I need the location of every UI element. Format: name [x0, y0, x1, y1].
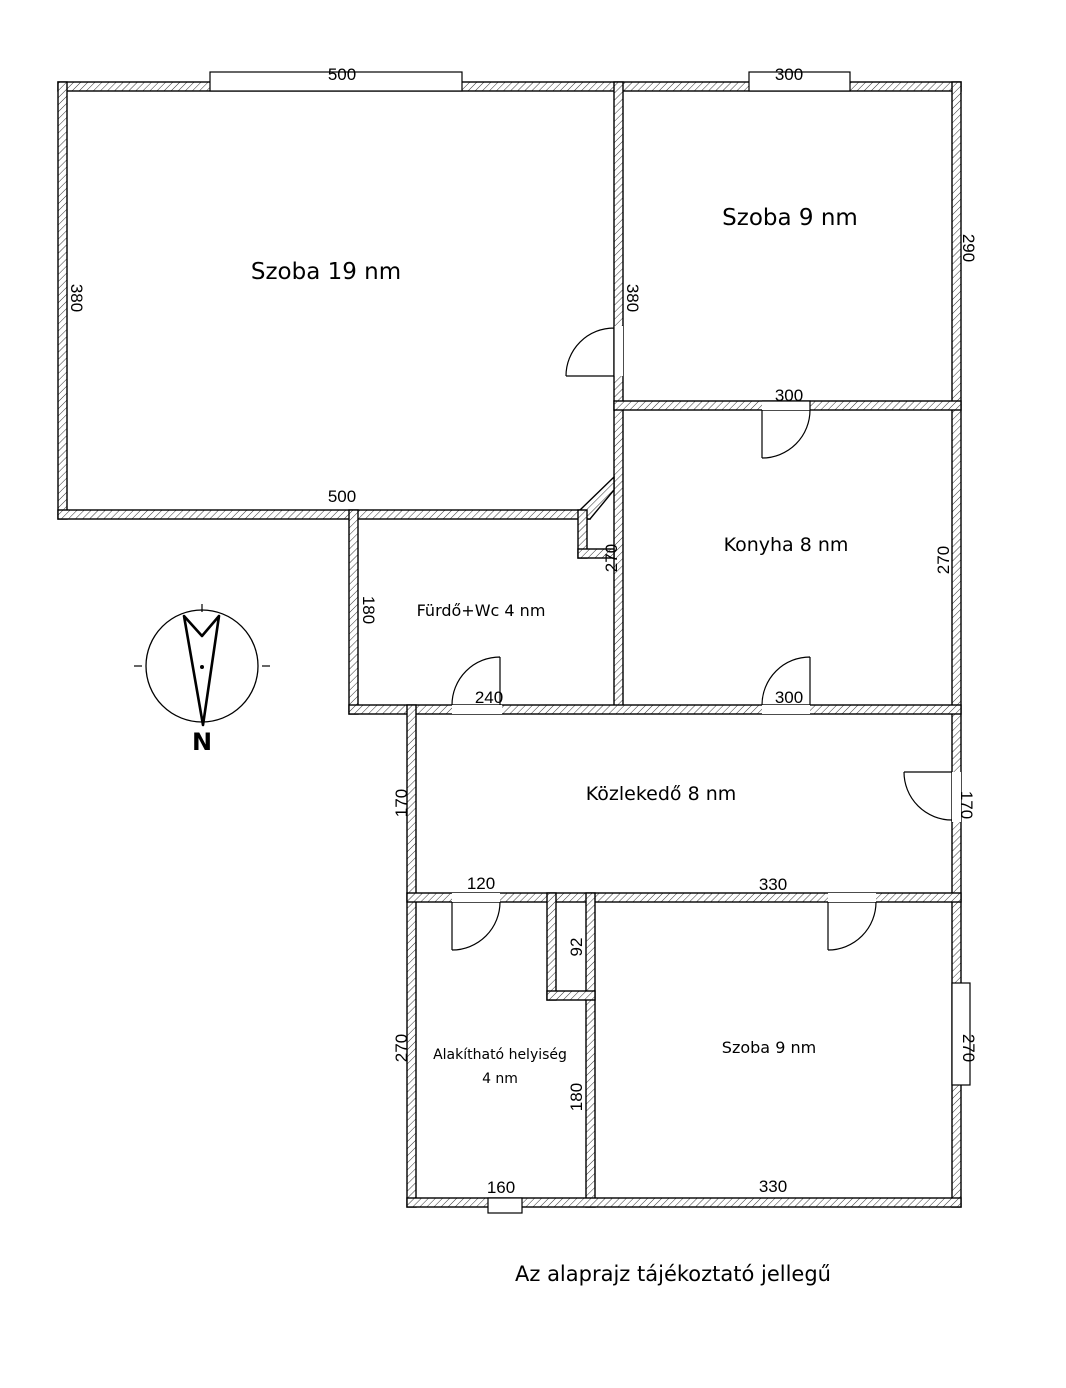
- dim-label: 500: [328, 487, 356, 506]
- window-szoba19: [209, 71, 463, 92]
- door-furdo: [451, 656, 501, 706]
- windows: [209, 71, 971, 1214]
- wall-duct-bottom: [546, 990, 596, 1001]
- window-szoba9-top: [748, 71, 851, 92]
- dim-label: 290: [959, 234, 978, 262]
- dim-label: 300: [775, 386, 803, 405]
- dim-label: 330: [759, 1177, 787, 1196]
- dim-label: 270: [959, 1034, 978, 1062]
- door-szoba9-bottom: [827, 901, 877, 951]
- wall-bottom: [406, 1197, 962, 1208]
- dim-label: 270: [602, 544, 621, 572]
- door-konyha-top: [761, 400, 811, 459]
- room-label-kozlekedo: Közlekedő 8 nm: [586, 783, 737, 805]
- wall-kozlekedo-top: [348, 704, 962, 715]
- wall-shaft-bottom: [577, 548, 615, 559]
- wall-lower-left: [406, 704, 417, 1208]
- dim-label: 270: [934, 546, 953, 574]
- door-alakithato: [451, 901, 501, 951]
- dim-label: 180: [359, 596, 378, 624]
- disclaimer-note: Az alaprajz tájékoztató jellegű: [515, 1262, 831, 1286]
- dim-label: 180: [567, 1083, 586, 1111]
- door-kozlekedo-entry: [903, 771, 953, 821]
- wall-lower-mid: [585, 892, 596, 1208]
- dim-label: 380: [67, 284, 86, 312]
- window-alakithato: [487, 1197, 523, 1214]
- room-label-szoba9-bottom: Szoba 9 nm: [722, 1038, 816, 1057]
- dim-label: 380: [623, 284, 642, 312]
- wall-szoba19-bottom: [57, 509, 591, 520]
- dimensions: 500 300 380 380 290 300 500 270 270 180 …: [67, 65, 978, 1197]
- dim-label: 170: [392, 789, 411, 817]
- compass-north-label: N: [192, 728, 212, 756]
- room-label-konyha: Konyha 8 nm: [724, 534, 849, 556]
- wall-kozlekedo-bottom: [406, 892, 962, 903]
- wall-furdo-left: [348, 509, 359, 715]
- doors: [451, 326, 961, 951]
- wall-mid-vertical: [613, 81, 624, 711]
- room-label-alakithato-line2: 4 nm: [482, 1071, 518, 1087]
- room-labels: Szoba 19 nm Szoba 9 nm Konyha 8 nm Fürdő…: [251, 205, 858, 1087]
- dim-label: 170: [957, 791, 976, 819]
- door-szoba19: [565, 326, 615, 377]
- wall-left-szoba19: [57, 81, 68, 520]
- dim-label: 120: [467, 874, 495, 893]
- dim-label: 500: [328, 65, 356, 84]
- room-label-szoba9-top: Szoba 9 nm: [722, 205, 858, 231]
- wall-duct-left: [546, 892, 557, 1001]
- room-label-furdo: Fürdő+Wc 4 nm: [417, 601, 546, 620]
- dim-label: 300: [775, 688, 803, 707]
- compass-icon: N: [134, 604, 270, 756]
- dim-label: 300: [775, 65, 803, 84]
- dim-label: 270: [392, 1034, 411, 1062]
- room-label-alakithato-line1: Alakítható helyiség: [433, 1047, 567, 1063]
- door-konyha-bottom: [761, 656, 811, 706]
- dim-label: 330: [759, 875, 787, 894]
- dim-label: 240: [475, 688, 503, 707]
- north-arrow-icon: [182, 614, 221, 727]
- room-label-szoba19: Szoba 19 nm: [251, 259, 401, 285]
- dim-label: 160: [487, 1178, 515, 1197]
- window-szoba9-bottom: [951, 982, 971, 1086]
- dim-label: 92: [567, 938, 586, 957]
